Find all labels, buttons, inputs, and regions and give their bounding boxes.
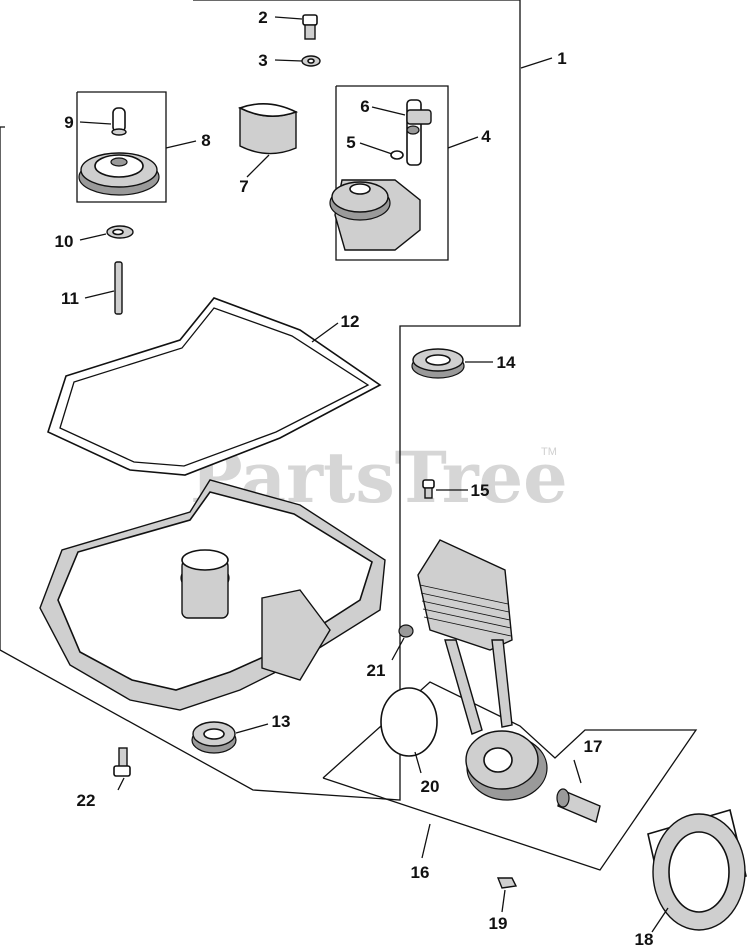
regulating-pin-9 (111, 107, 127, 136)
callout-1: 1 (557, 49, 566, 68)
o-ring-5 (390, 150, 404, 160)
callout-21: 21 (367, 661, 386, 680)
callout-labels: 2 3 1 9 8 7 6 5 4 10 11 12 14 15 13 21 2… (55, 8, 654, 948)
watermark-trademark: TM (541, 446, 557, 458)
callout-7: 7 (239, 177, 248, 196)
leader-lines (79, 16, 669, 933)
callout-22: 22 (77, 791, 96, 810)
callout-17: 17 (584, 737, 603, 756)
kit-boundary (322, 681, 698, 871)
governor-inset-box (76, 91, 167, 203)
governor-gear-8 (78, 152, 160, 196)
screw-2 (302, 14, 318, 40)
callout-2: 2 (258, 8, 267, 27)
callout-18: 18 (635, 930, 654, 948)
callout-6: 6 (360, 97, 369, 116)
callout-20: 20 (421, 777, 440, 796)
callout-3: 3 (258, 51, 267, 70)
oil-pump-4 (329, 179, 421, 251)
o-ring-20 (380, 687, 438, 757)
oil-seal-14 (411, 348, 465, 379)
callout-13: 13 (272, 712, 291, 731)
washer-10 (106, 225, 134, 239)
callout-9: 9 (64, 113, 73, 132)
gasket-12 (47, 297, 382, 476)
screw-22 (113, 747, 131, 777)
callout-10: 10 (55, 232, 74, 251)
callout-14: 14 (497, 353, 516, 372)
clip-19 (496, 877, 518, 889)
oil-seal-13 (191, 721, 237, 754)
shaft-11 (114, 261, 123, 315)
callout-15: 15 (471, 481, 490, 500)
oil-cooler (417, 539, 548, 801)
nipple-17 (556, 788, 601, 823)
callout-4: 4 (481, 127, 491, 146)
bearing-liner-7 (237, 103, 299, 155)
callout-16: 16 (411, 863, 430, 882)
assembly-boundary (0, 0, 521, 801)
oil-filter-18 (647, 808, 747, 931)
pickup-tube-6 (406, 99, 432, 166)
callout-5: 5 (346, 133, 355, 152)
callout-8: 8 (201, 131, 210, 150)
screw-15 (422, 479, 435, 499)
callout-12: 12 (341, 312, 360, 331)
callout-11: 11 (61, 289, 79, 308)
plug-21 (398, 624, 414, 638)
oil-pan (39, 479, 386, 711)
callout-19: 19 (489, 914, 508, 933)
